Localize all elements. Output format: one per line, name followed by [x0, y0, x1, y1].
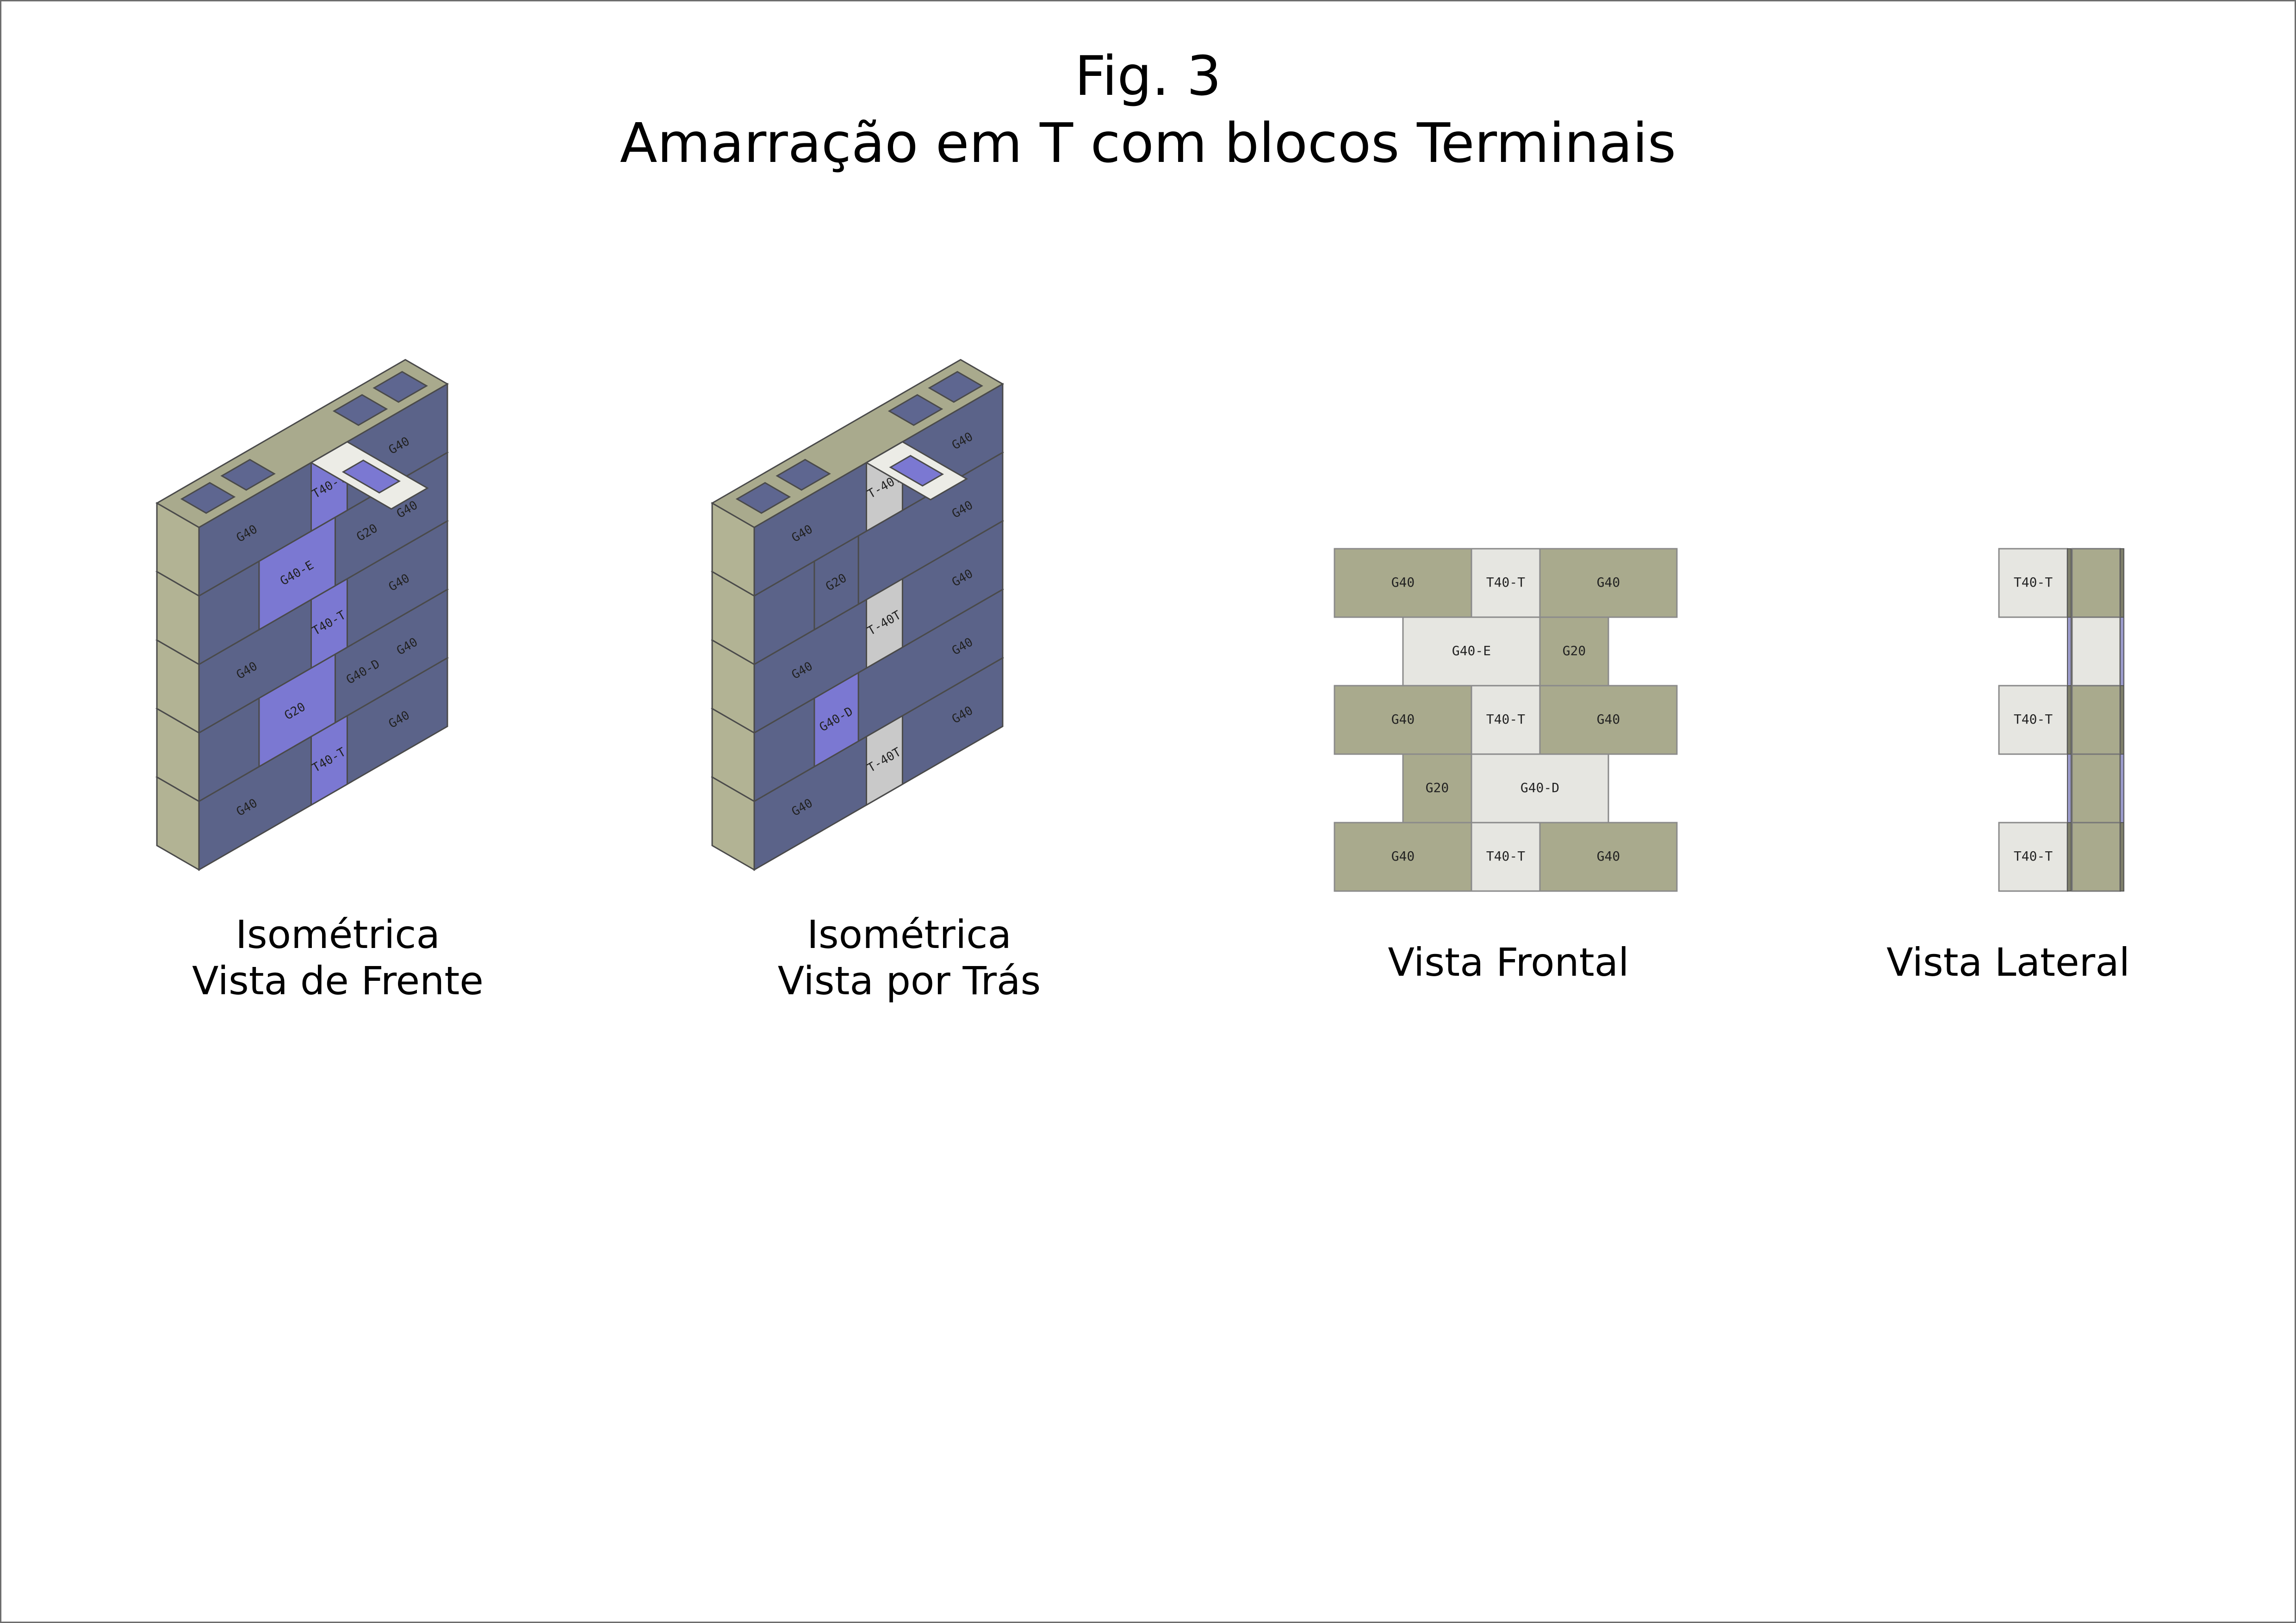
lateral-view: T40-T T40-T T40-T — [1998, 548, 2124, 892]
caption-lateral: Vista Lateral — [1886, 940, 2130, 985]
caption-iso-front-line2: Vista de Frente — [192, 958, 484, 1004]
frontal-block-label: G40 — [1597, 849, 1620, 864]
lateral-face-shell — [2067, 685, 2072, 755]
lateral-face-shell — [2067, 822, 2072, 892]
caption-iso-front-line1: Isométrica — [236, 912, 440, 957]
lateral-face-shell — [2067, 548, 2072, 618]
iso-block-end — [711, 502, 755, 597]
caption-iso-back-line1: Isométrica — [807, 912, 1011, 957]
lateral-terminal-block — [1998, 548, 2068, 618]
frontal-block — [1334, 548, 1472, 618]
frontal-block-label: T40-T — [1486, 575, 1525, 590]
frontal-block — [1471, 822, 1541, 892]
lateral-block — [2071, 548, 2121, 618]
frontal-block-label: G20 — [1426, 780, 1449, 795]
frontal-block-label: G40-E — [1452, 643, 1491, 658]
figure-title: Amarração em T com blocos Terminais — [620, 111, 1676, 175]
iso-block-cell — [735, 482, 791, 514]
caption-frontal: Vista Frontal — [1388, 940, 1629, 985]
frontal-block — [1471, 548, 1541, 618]
iso-block-cell — [887, 394, 943, 426]
frontal-block — [1334, 685, 1472, 755]
iso-block-cell — [928, 371, 983, 403]
lateral-block-label: T40-T — [2014, 575, 2053, 590]
frontal-block-label: G40 — [1391, 849, 1415, 864]
isometric-front-view: G40T40-TG40G20G40-DG40G40T40-TG40G40-EG2… — [155, 359, 449, 871]
lateral-block — [2071, 753, 2121, 824]
frontal-block — [1539, 548, 1678, 618]
iso-block-cell — [372, 371, 428, 403]
frontal-block-label: G40 — [1597, 712, 1620, 727]
lateral-block — [2071, 822, 2121, 892]
frontal-block — [1334, 822, 1472, 892]
frontal-block — [1402, 753, 1472, 824]
isometric-back-view: G40T-40TG40G40-DG40G40T-40TG40G20G40G40T… — [711, 359, 1004, 871]
iso-terminal-cell — [341, 459, 401, 494]
iso-block-cell — [776, 458, 831, 491]
lateral-block — [2071, 616, 2121, 687]
frontal-block — [1539, 822, 1678, 892]
lateral-face-shell — [2120, 548, 2124, 618]
lateral-block-label: T40-T — [2014, 712, 2053, 727]
lateral-block — [2071, 685, 2121, 755]
frontal-block-label: G20 — [1563, 643, 1586, 658]
frontal-block-label: G40 — [1391, 575, 1415, 590]
iso-block-end — [156, 502, 200, 597]
frontal-block — [1539, 616, 1609, 687]
frontal-block-label: G40-D — [1520, 780, 1559, 795]
iso-block-cell — [332, 394, 388, 426]
lateral-terminal-block — [1998, 822, 2068, 892]
caption-iso-front: Isométrica Vista de Frente — [153, 911, 523, 1004]
lateral-face-shell — [2120, 685, 2124, 755]
frontal-block-label: G40 — [1597, 575, 1620, 590]
lateral-face-shell — [2120, 822, 2124, 892]
iso-block-cell — [220, 458, 276, 491]
frontal-block-label: G40 — [1391, 712, 1415, 727]
frontal-block — [1402, 616, 1541, 687]
iso-block-cell — [180, 482, 236, 514]
lateral-face-shell — [2120, 617, 2124, 686]
frontal-block — [1539, 685, 1678, 755]
figure-number: Fig. 3 — [1074, 44, 1222, 108]
lateral-face-shell — [2120, 754, 2124, 823]
lateral-face-shell — [2067, 617, 2072, 686]
caption-iso-back-line2: Vista por Trás — [777, 958, 1041, 1004]
frontal-block — [1471, 753, 1609, 824]
caption-iso-back: Isométrica Vista por Trás — [724, 911, 1094, 1004]
frontal-block — [1471, 685, 1541, 755]
frontal-block-label: T40-T — [1486, 712, 1525, 727]
iso-terminal-cell — [889, 455, 944, 487]
lateral-face-shell — [2067, 754, 2072, 823]
lateral-terminal-block — [1998, 685, 2068, 755]
frontal-block-label: T40-T — [1486, 849, 1525, 864]
lateral-block-label: T40-T — [2014, 849, 2053, 864]
